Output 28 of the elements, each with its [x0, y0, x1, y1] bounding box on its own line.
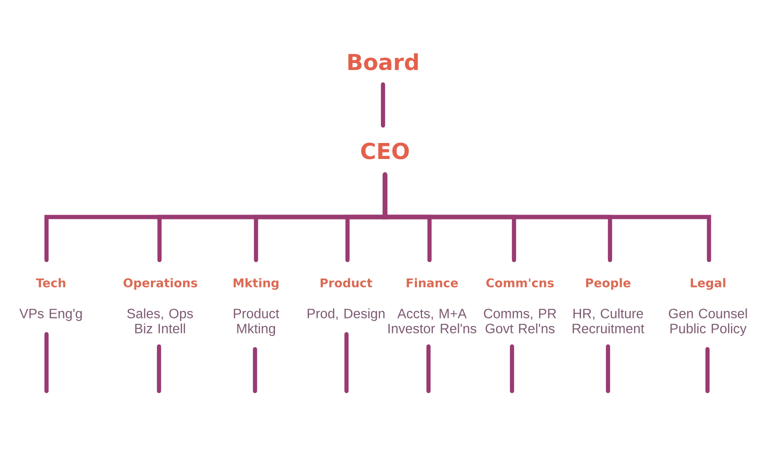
connector-line	[44, 332, 49, 394]
department-duties: Comms, PR Govt Rel'ns	[484, 308, 556, 334]
department-heading: Comm'cns	[486, 278, 554, 288]
connector-line	[705, 347, 710, 394]
department-heading: People	[586, 278, 630, 290]
connector-line	[344, 332, 349, 394]
department-heading: Mkting	[234, 278, 278, 290]
department-heading: Product	[320, 278, 372, 288]
department-duties: VPs Eng'g	[19, 308, 82, 321]
department-duties: Product Mkting	[234, 308, 280, 336]
department-heading: Finance	[406, 278, 458, 288]
connector-line	[156, 344, 162, 394]
department-heading: Tech	[36, 278, 66, 288]
department-duties: Prod, Design	[308, 308, 384, 321]
department-duties: HR, Culture Recruitment	[572, 308, 644, 334]
department-duties: Gen Counsel Public Policy	[668, 308, 747, 336]
department-heading: Operations	[124, 278, 198, 290]
position-label: CEO	[361, 142, 409, 160]
connector-line	[382, 172, 712, 262]
department-duties: Accts, M+A Investor Rel'ns	[388, 308, 476, 334]
connector-line	[606, 344, 610, 394]
connector-line	[252, 347, 258, 394]
connector-line	[380, 82, 386, 128]
department-heading: Legal	[690, 278, 726, 290]
connector-line	[426, 344, 431, 394]
connector-line	[510, 344, 514, 394]
department-duties: Sales, Ops Biz Intell	[127, 308, 193, 334]
position-label: Board	[348, 53, 418, 70]
